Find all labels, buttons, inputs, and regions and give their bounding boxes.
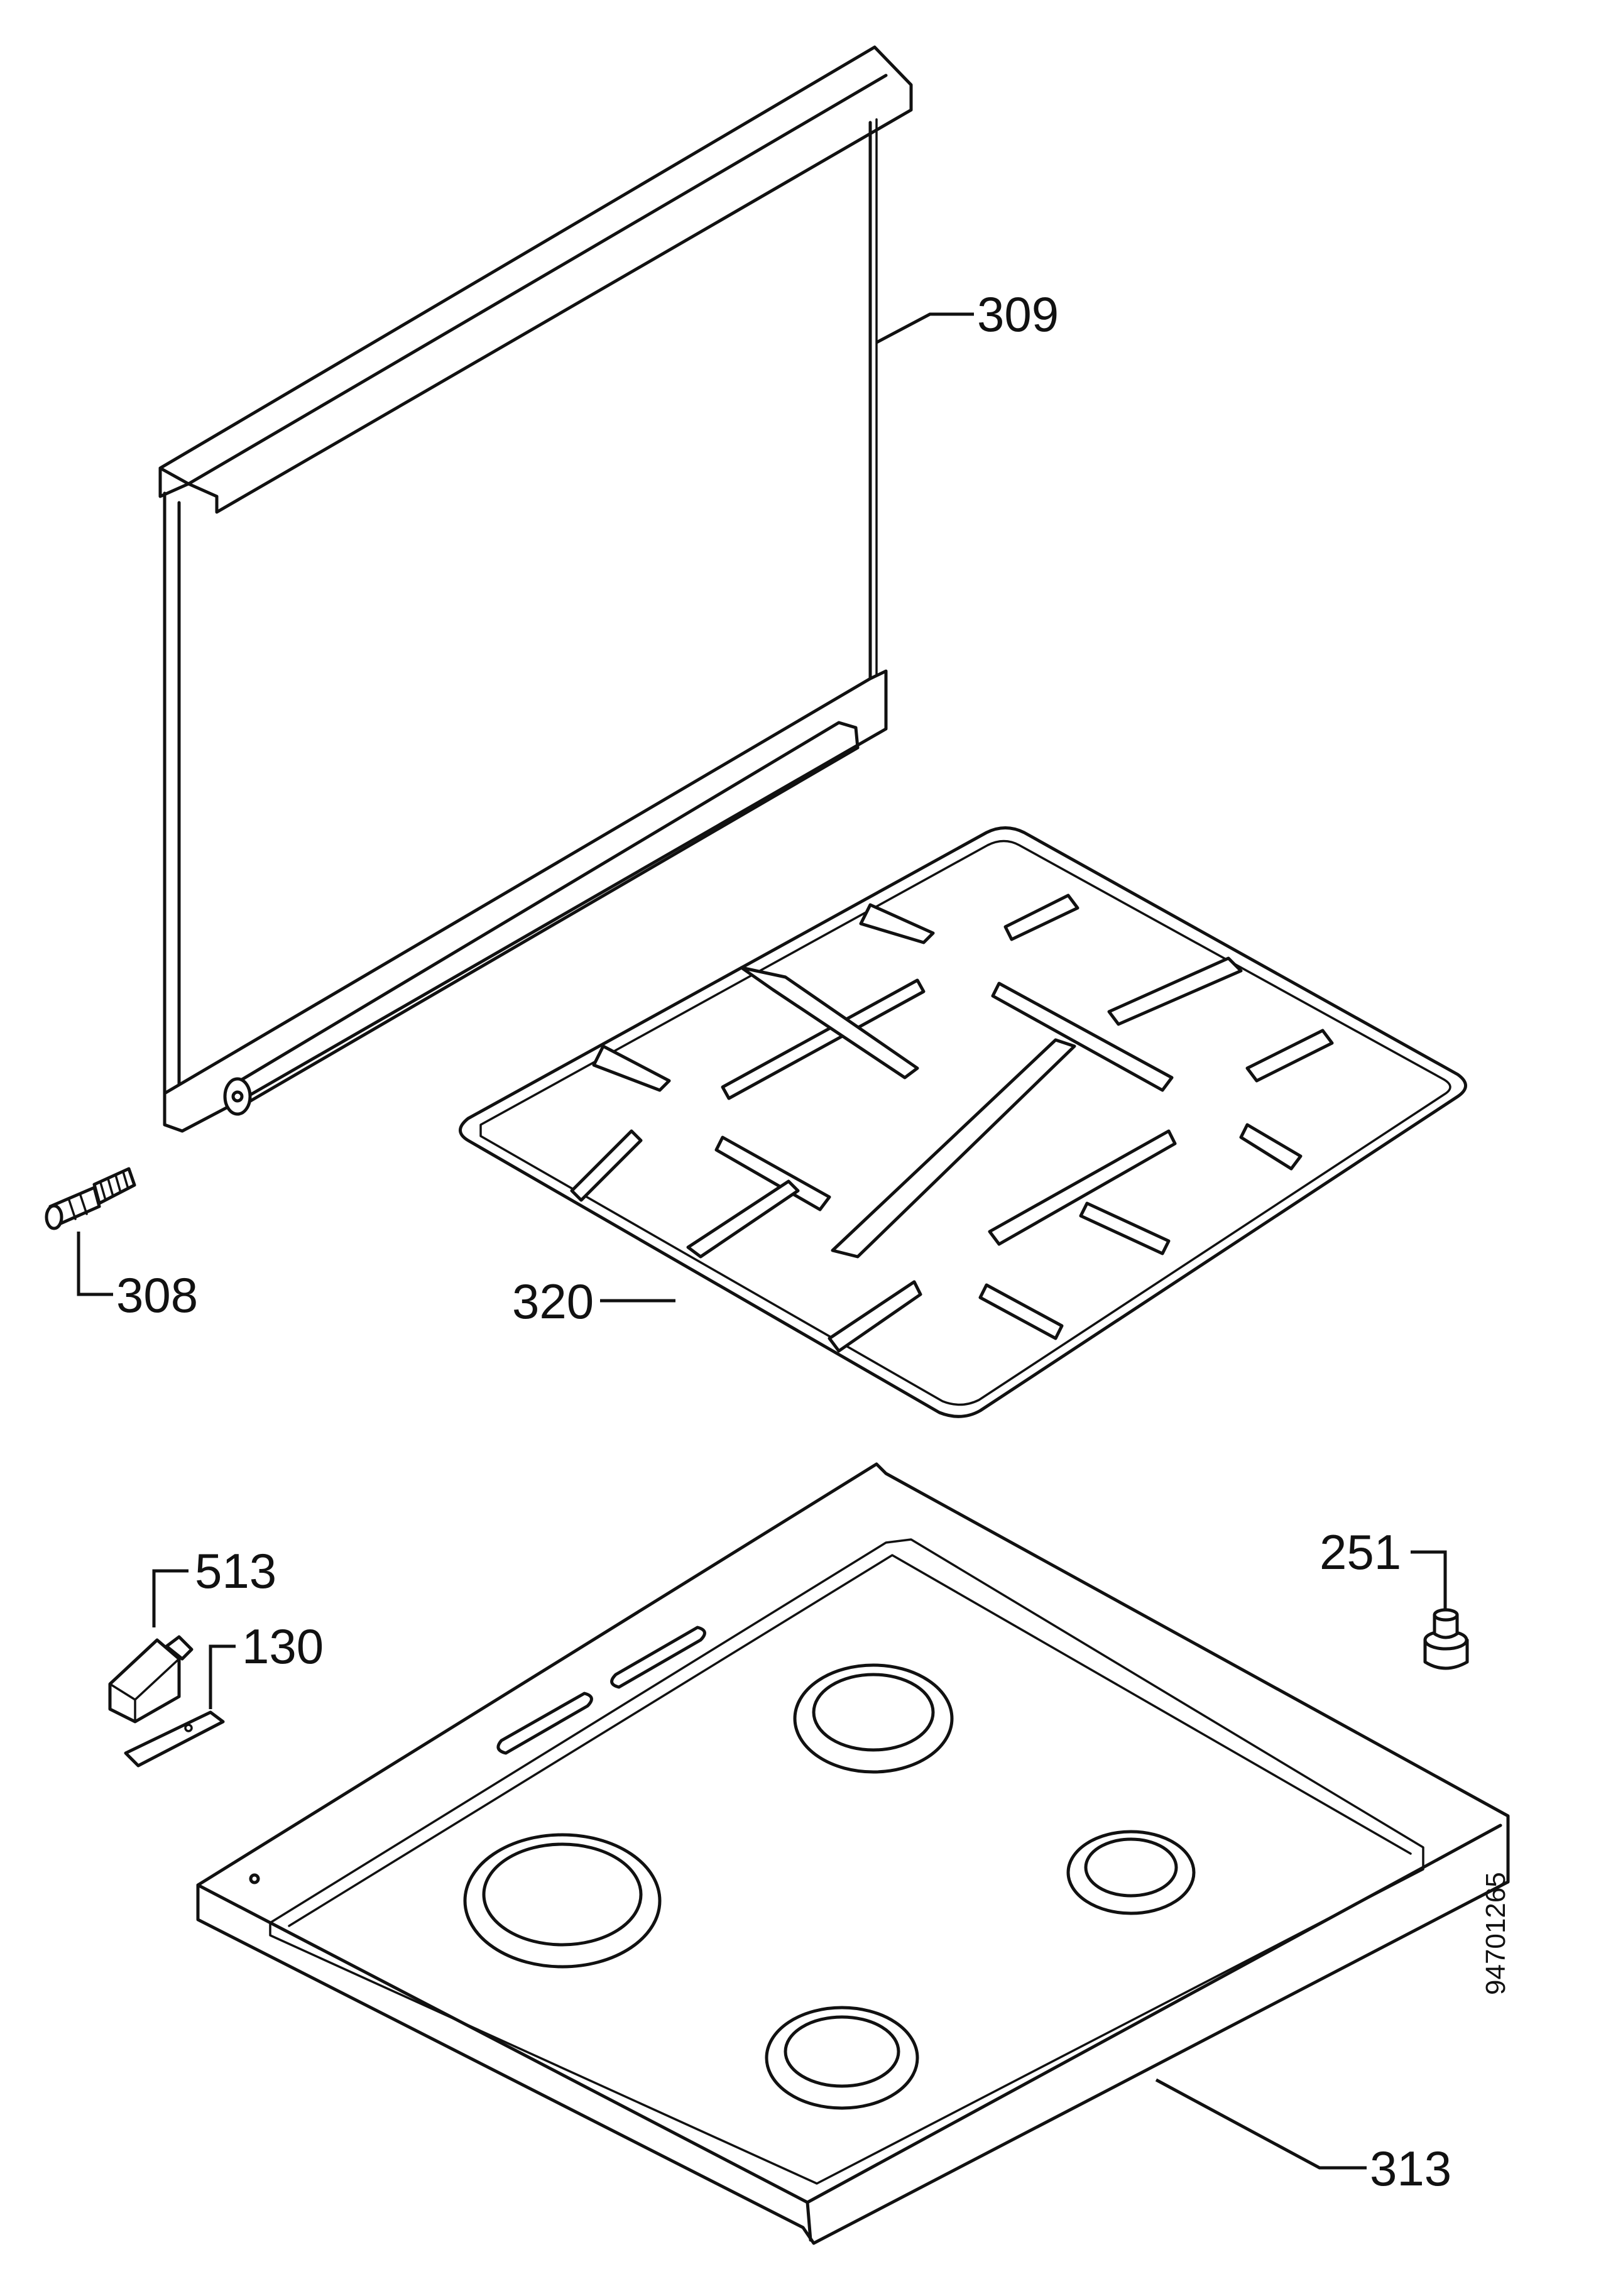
leader-130 (209, 1644, 236, 1709)
callout-308: 308 (116, 1267, 198, 1323)
callout-309: 309 (977, 287, 1059, 342)
drawing-code: 94701265 (1480, 1872, 1511, 1995)
leader-313 (1155, 2078, 1367, 2170)
part-130-plate (124, 1710, 225, 1768)
part-309-glass-lid (158, 45, 913, 1133)
leader-513 (152, 1569, 189, 1627)
callout-320: 320 (512, 1274, 594, 1329)
callout-313: 313 (1370, 2141, 1451, 2196)
leader-251 (1411, 1550, 1447, 1609)
callout-513: 513 (195, 1543, 276, 1599)
part-513-bracket (108, 1635, 194, 1724)
leader-308 (77, 1232, 113, 1296)
callout-130: 130 (242, 1619, 324, 1674)
part-313-hob-plate (196, 1462, 1510, 2245)
leader-309 (875, 312, 974, 344)
part-320-pan-support (459, 826, 1467, 1418)
part-251-knob-cap (1423, 1608, 1469, 1670)
callout-251: 251 (1320, 1524, 1401, 1580)
part-308-hinge-pin (45, 1167, 136, 1230)
